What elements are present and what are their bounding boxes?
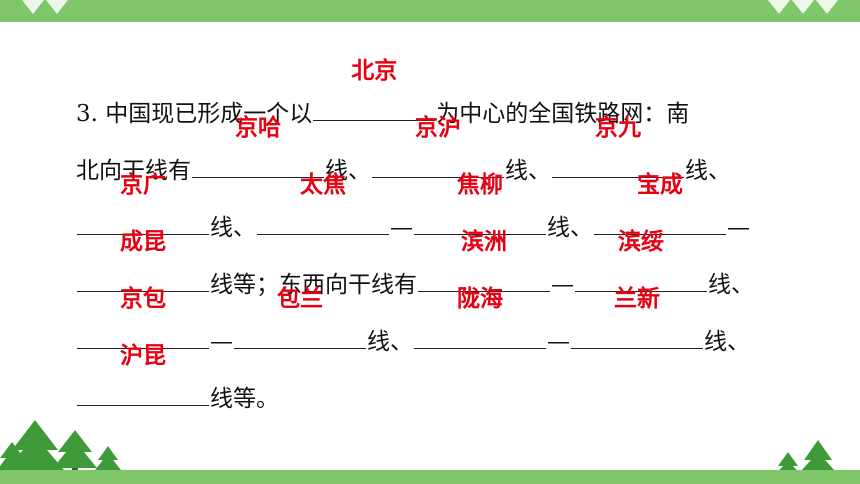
question-text: 为中心的全国铁路网：南 bbox=[436, 101, 690, 127]
answer-blank: 成昆 bbox=[77, 229, 209, 292]
question-text: 线、 bbox=[210, 215, 256, 241]
question-text: 北向干线有 bbox=[76, 158, 191, 184]
question-text: 线等；东西向干线有 bbox=[210, 272, 417, 298]
answer-text: 宝成 bbox=[637, 172, 683, 198]
answer-blank: 京广 bbox=[77, 172, 209, 235]
answer-blank: 京九 bbox=[552, 115, 684, 178]
question-text: — bbox=[551, 272, 574, 298]
question-text: 线、 bbox=[708, 272, 754, 298]
answer-text: 太焦 bbox=[300, 172, 346, 198]
answer-text: 滨洲 bbox=[461, 229, 507, 255]
question-text: 3. 中国现已形成一个以 bbox=[76, 101, 313, 127]
answer-blank: 北京 bbox=[313, 58, 436, 121]
question-line: 成昆线等；东西向干线有 滨洲 — 滨绥线、 bbox=[76, 229, 796, 306]
triangle-ornament bbox=[768, 0, 790, 14]
answer-text: 京广 bbox=[120, 172, 166, 198]
question-line: 京广线、 太焦 — 焦柳线、 宝成 — bbox=[76, 172, 796, 249]
question-text: — bbox=[390, 215, 413, 241]
answer-blank: 太焦 bbox=[257, 172, 389, 235]
answer-text: 兰新 bbox=[614, 286, 660, 312]
answer-blank: 包兰 bbox=[234, 286, 366, 349]
answer-blank: 陇海 bbox=[414, 286, 546, 349]
question-text: — bbox=[547, 329, 570, 355]
answer-blank: 焦柳 bbox=[414, 172, 546, 235]
answer-text: 成昆 bbox=[120, 229, 166, 255]
top-banner bbox=[0, 0, 860, 22]
answer-text: 京九 bbox=[595, 115, 641, 141]
triangle-ornament bbox=[22, 0, 44, 14]
question-text: 线、 bbox=[505, 158, 551, 184]
question-text: 线等。 bbox=[210, 386, 279, 412]
question-line: 沪昆线等。 bbox=[76, 343, 796, 420]
answer-blank: 京包 bbox=[77, 286, 209, 349]
answer-blank: 滨绥 bbox=[575, 229, 707, 292]
answer-text: 北京 bbox=[351, 58, 398, 84]
question-line: 京包 — 包兰线、 陇海 — 兰新线、 bbox=[76, 286, 796, 363]
question-text: 线、 bbox=[704, 329, 750, 355]
answer-blank: 京沪 bbox=[372, 115, 504, 178]
answer-blank: 滨洲 bbox=[418, 229, 550, 292]
question-text: 线、 bbox=[325, 158, 371, 184]
tree-icon bbox=[776, 440, 836, 474]
question-text: 线、 bbox=[367, 329, 413, 355]
answer-text: 京包 bbox=[120, 286, 166, 312]
question-line: 3. 中国现已形成一个以 北京为中心的全国铁路网：南 bbox=[76, 58, 796, 135]
tree-icon bbox=[0, 420, 121, 478]
answer-blank: 沪昆 bbox=[77, 343, 209, 406]
answer-text: 滨绥 bbox=[618, 229, 664, 255]
question-line: 北向干线有 京哈线、 京沪线、 京九线、 bbox=[76, 115, 796, 192]
answer-blank: 兰新 bbox=[571, 286, 703, 349]
question-text: — bbox=[727, 215, 750, 241]
answer-text: 陇海 bbox=[457, 286, 503, 312]
answer-text: 包兰 bbox=[277, 286, 323, 312]
question-text: 线、 bbox=[685, 158, 731, 184]
answer-blank: 宝成 bbox=[594, 172, 726, 235]
answer-text: 京沪 bbox=[415, 115, 461, 141]
triangle-ornament bbox=[792, 0, 814, 14]
bottom-banner bbox=[0, 470, 860, 484]
triangle-ornament bbox=[46, 0, 68, 14]
triangle-ornament bbox=[816, 0, 838, 14]
answer-text: 沪昆 bbox=[120, 343, 166, 369]
answer-text: 京哈 bbox=[235, 115, 281, 141]
answer-text: 焦柳 bbox=[457, 172, 503, 198]
answer-blank: 京哈 bbox=[192, 115, 324, 178]
question-text: 线、 bbox=[547, 215, 593, 241]
question-text: — bbox=[210, 329, 233, 355]
question-body: 3. 中国现已形成一个以 北京为中心的全国铁路网：南北向干线有 京哈线、 京沪线、 京九… bbox=[76, 58, 796, 420]
